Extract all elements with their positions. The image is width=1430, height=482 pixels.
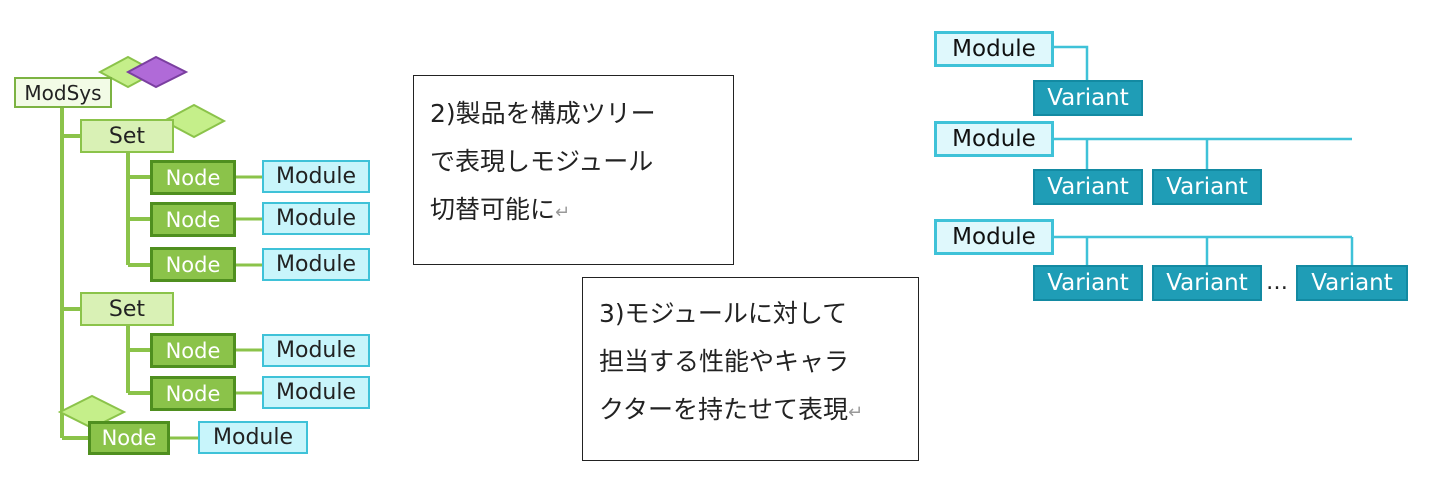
node-box-1: Node bbox=[150, 160, 236, 195]
description-box-3: 3)モジュールに対して 担当する性能やキャラ クターを持たせて表現↵ bbox=[582, 277, 919, 461]
description-2-line-3: 切替可能に↵ bbox=[430, 195, 571, 224]
node-box-5: Node bbox=[150, 376, 236, 411]
modsys-box: ModSys bbox=[14, 77, 112, 108]
return-mark-icon: ↵ bbox=[848, 402, 864, 423]
description-3-line-3: クターを持たせて表現↵ bbox=[599, 395, 864, 424]
node-box-2: Node bbox=[150, 202, 236, 237]
ellipsis: … bbox=[1266, 270, 1288, 295]
set-box-2: Set bbox=[80, 292, 174, 326]
description-3-line-2: 担当する性能やキャラ bbox=[599, 347, 850, 376]
diamond-green-node bbox=[57, 394, 127, 430]
module-box-1: Module bbox=[262, 160, 370, 193]
diamond-purple-root bbox=[125, 55, 189, 89]
description-2-line-2: で表現しモジュール bbox=[430, 147, 654, 176]
variant-module-box-1: Module bbox=[934, 31, 1054, 67]
description-2-line-1: 2)製品を構成ツリー bbox=[430, 99, 656, 128]
node-box-4: Node bbox=[150, 333, 236, 368]
set-box-1: Set bbox=[80, 119, 174, 153]
description-3-line-1: 3)モジュールに対して bbox=[599, 299, 848, 328]
variant-box-4: Variant bbox=[1033, 265, 1143, 301]
node-box-3: Node bbox=[150, 247, 236, 282]
node-box-6: Node bbox=[88, 421, 170, 455]
variant-module-box-2: Module bbox=[934, 121, 1054, 157]
variant-box-1: Variant bbox=[1033, 80, 1143, 116]
variant-module-box-3: Module bbox=[934, 219, 1054, 255]
module-box-3: Module bbox=[262, 248, 370, 281]
module-box-6: Module bbox=[198, 421, 308, 454]
variant-box-2: Variant bbox=[1033, 169, 1143, 205]
return-mark-icon: ↵ bbox=[555, 202, 571, 223]
module-box-2: Module bbox=[262, 202, 370, 235]
diamond-green-set bbox=[161, 103, 227, 139]
description-box-2: 2)製品を構成ツリー で表現しモジュール 切替可能に↵ bbox=[413, 75, 734, 265]
variant-box-5: Variant bbox=[1152, 265, 1262, 301]
module-box-4: Module bbox=[262, 334, 370, 367]
variant-box-6: Variant bbox=[1296, 265, 1408, 301]
variant-box-3: Variant bbox=[1152, 169, 1262, 205]
module-box-5: Module bbox=[262, 376, 370, 409]
